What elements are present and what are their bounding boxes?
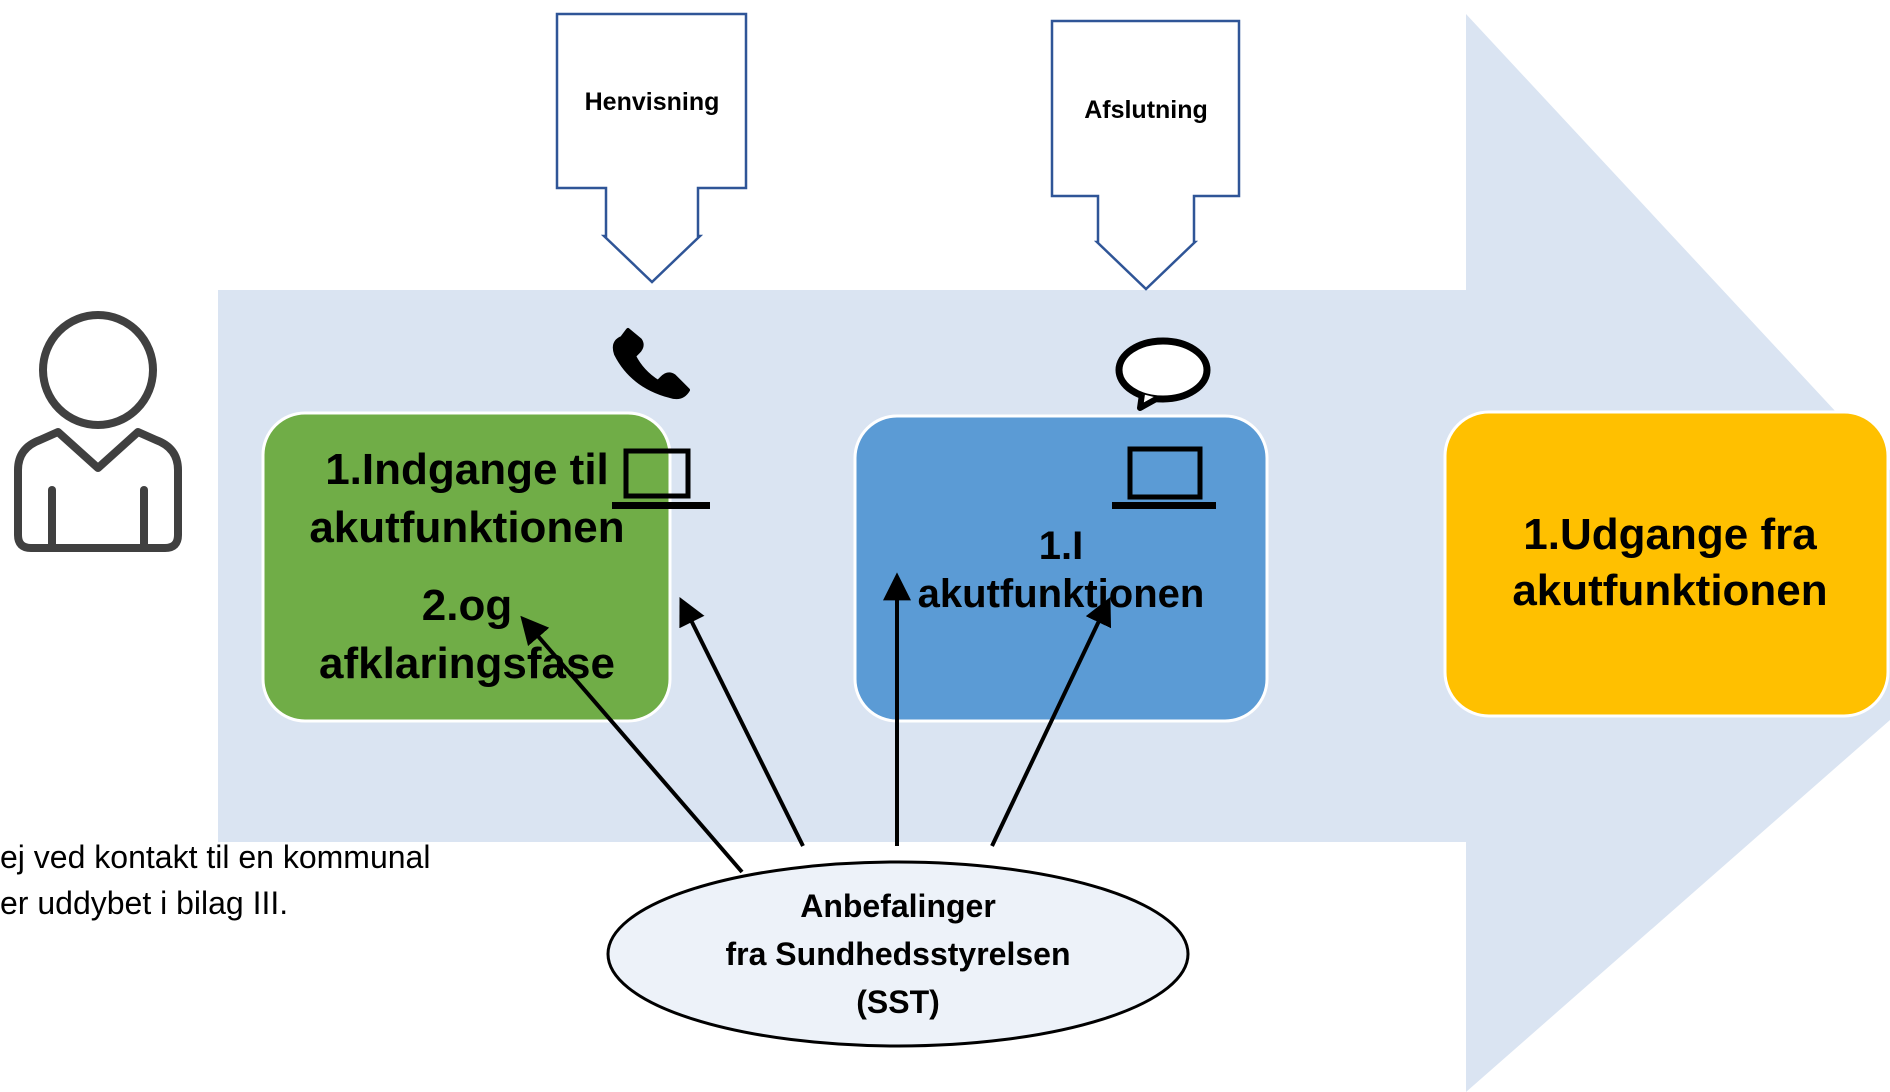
phone-icon	[612, 328, 690, 400]
green-box-line3: 2.og	[422, 581, 512, 630]
speech-bubble-icon	[1115, 337, 1211, 411]
recommendations-line1: Anbefalinger	[800, 888, 996, 924]
laptop-icon	[612, 448, 710, 509]
yellow-box-line2: akutfunktionen	[1512, 566, 1827, 615]
recommendations-line2: fra Sundhedsstyrelsen	[726, 936, 1071, 972]
recommendations-line3: (SST)	[856, 984, 940, 1020]
yellow-box-line1: 1.Udgange fra	[1523, 510, 1817, 559]
blue-phase-box	[853, 414, 1269, 723]
green-phase-box	[261, 411, 672, 723]
green-box-line1: 1.Indgange til	[325, 445, 609, 494]
recommendation-arrows	[520, 572, 1112, 874]
laptop-icon	[1112, 446, 1216, 509]
background-text-line1: ej ved kontakt til en kommunal	[0, 839, 430, 875]
callout-closing: Afslutning	[1050, 19, 1241, 291]
green-box-line2: akutfunktionen	[309, 503, 624, 552]
blue-box-line1: 1.I	[1039, 524, 1083, 568]
blue-box-line2: akutfunktionen	[918, 572, 1205, 616]
green-box-line4: afklaringsfase	[319, 639, 615, 688]
recommendations-ellipse	[606, 860, 1190, 1048]
callout-referral-label: Henvisning	[585, 88, 720, 116]
callout-closing-label: Afslutning	[1084, 96, 1208, 124]
arrow-to-green-box	[520, 615, 744, 874]
background-text-line2: er uddybet i bilag III.	[0, 885, 288, 921]
arrow-to-blue-box-text	[990, 596, 1112, 847]
callout-referral: Henvisning	[555, 12, 748, 284]
person-icon	[14, 311, 182, 552]
arrow-to-laptop-green	[679, 596, 805, 847]
yellow-phase-box	[1443, 410, 1890, 718]
